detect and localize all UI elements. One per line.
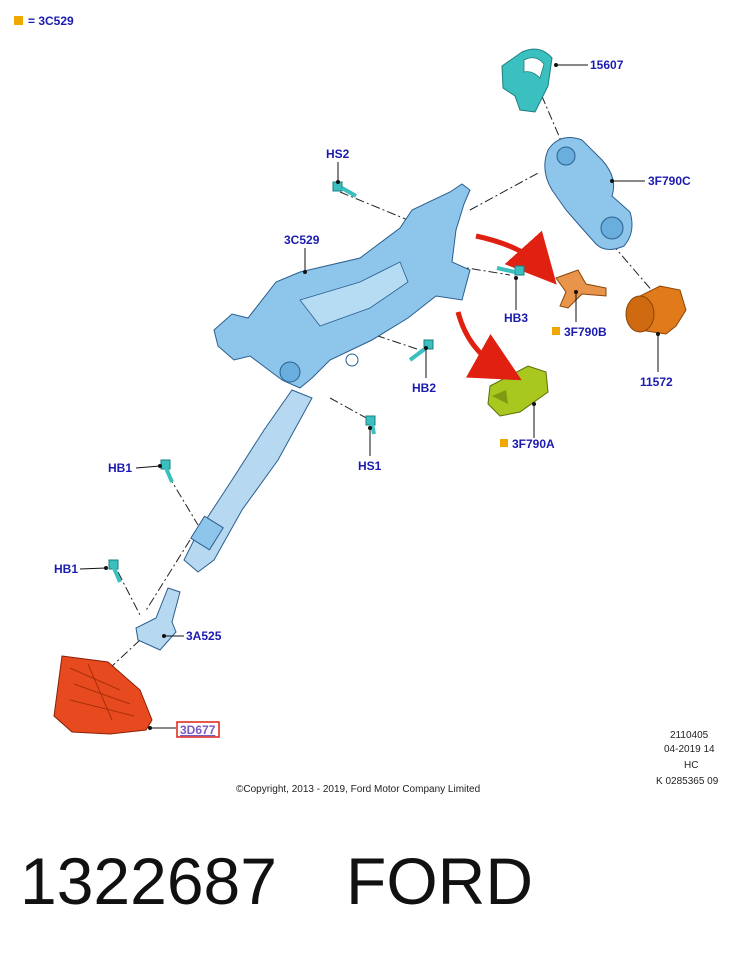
label-3A525: 3A525 — [186, 629, 222, 643]
bolt-HB2-shape — [408, 339, 434, 362]
ref-line-2: 04-2019 14 — [664, 744, 715, 755]
part-3A525-shape — [135, 587, 181, 651]
bolt-HS1-shape — [365, 415, 376, 435]
label-3D677[interactable]: 3D677 — [180, 723, 216, 737]
ref-line-1: 2110405 — [670, 730, 709, 741]
bolt-HB1-upper-shape — [160, 459, 174, 483]
legend-label: = 3C529 — [28, 14, 74, 28]
legend-swatch — [14, 16, 23, 25]
ref-line-4: K 0285365 09 — [656, 776, 719, 787]
legend: = 3C529 — [14, 14, 74, 28]
ref-line-3: HC — [684, 760, 698, 771]
highlight-box-3D677[interactable] — [176, 721, 220, 738]
label-11572: 11572 — [640, 375, 673, 389]
brand-caption: FORD — [346, 844, 533, 918]
bolt-HB1-lower-shape — [108, 559, 122, 583]
label-3F790A: 3F790A — [512, 437, 555, 451]
marker-3F790B — [552, 327, 560, 335]
part-11572-shape — [625, 285, 687, 335]
intermediate-shaft-shape — [183, 389, 313, 573]
label-HB2: HB2 — [412, 381, 436, 395]
part-3C529-shape — [213, 183, 471, 389]
label-3F790C: 3F790C — [648, 174, 691, 188]
red-arrow-lower — [455, 311, 522, 381]
part-3D677-shape — [53, 655, 153, 735]
part-3F790C-shape — [544, 137, 633, 250]
bolt-HB3-shape — [496, 265, 525, 276]
red-arrow-upper — [475, 230, 557, 285]
marker-3F790A — [500, 439, 508, 447]
label-15607: 15607 — [590, 58, 624, 72]
part-3F790A-shape — [487, 365, 549, 417]
copyright-notice: ©Copyright, 2013 - 2019, Ford Motor Comp… — [236, 784, 480, 795]
part-15607-shape — [501, 48, 553, 113]
label-HB1-upper: HB1 — [108, 461, 132, 475]
label-3F790B: 3F790B — [564, 325, 607, 339]
part-number-caption: 1322687 — [20, 844, 277, 918]
reference-block: 2110405 04-2019 14 HC K 0285365 09 — [656, 730, 719, 787]
label-HS2: HS2 — [326, 147, 350, 161]
leader-lines — [79, 63, 660, 730]
label-HS1: HS1 — [358, 459, 382, 473]
label-HB1-lower: HB1 — [54, 562, 78, 576]
label-HB3: HB3 — [504, 311, 528, 325]
part-3F790B-shape — [555, 269, 607, 309]
label-3C529: 3C529 — [284, 233, 320, 247]
